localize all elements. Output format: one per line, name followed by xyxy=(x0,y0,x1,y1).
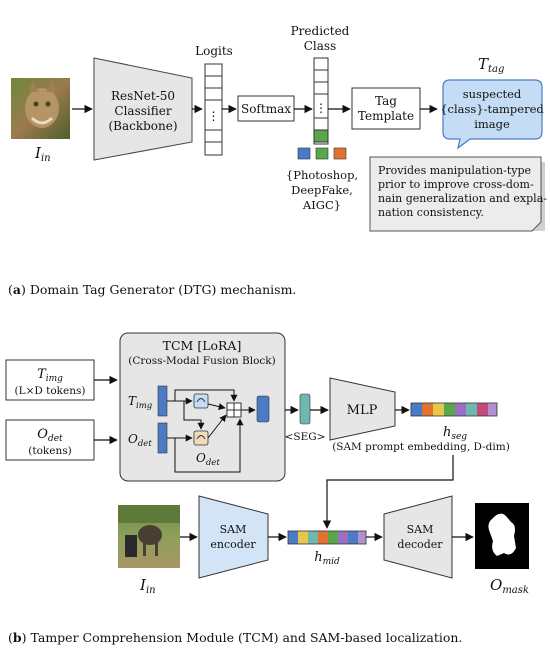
inner-odet-label: Odet xyxy=(128,432,152,449)
inner-arrow-3 xyxy=(174,389,238,402)
swatch-deepfake xyxy=(315,147,329,160)
softmax-box xyxy=(237,95,295,122)
bubble-line-3: image xyxy=(474,117,510,131)
mlp-block xyxy=(329,377,396,441)
timg-input-box xyxy=(5,359,95,401)
odet-tokens: (tokens) xyxy=(28,445,71,457)
tag-template-line-1: Tag xyxy=(375,94,397,108)
classes-line-1: {Photoshop, xyxy=(286,168,358,182)
attention-op-bottom xyxy=(193,430,209,446)
bubble-line-2: {class}-tampered xyxy=(440,102,544,116)
inner-timg-token xyxy=(157,385,168,417)
tcm-subtitle: (Cross-Modal Fusion Block) xyxy=(128,355,276,367)
inner-odet2-label: Odet xyxy=(196,451,220,468)
input-image xyxy=(11,78,70,139)
odet-input-label: Odet xyxy=(37,427,63,444)
predicted-ellipsis: ⋮ xyxy=(315,101,327,115)
logits-label: Logits xyxy=(195,44,233,58)
logits-ellipsis: ⋮ xyxy=(208,109,220,123)
mask-label: Omask xyxy=(490,576,529,596)
swatch-aigc xyxy=(333,147,347,160)
hseg-embedding xyxy=(410,402,498,417)
tag-bubble xyxy=(442,79,543,150)
output-mask xyxy=(475,503,529,569)
seg-token xyxy=(299,393,311,425)
note-line-2: prior to improve cross-dom- xyxy=(378,178,534,191)
classifier-line-1: ResNet-50 xyxy=(111,89,175,103)
sam-encoder-line-2: encoder xyxy=(210,538,256,551)
seg-label: <SEG> xyxy=(285,431,326,443)
classes-line-2: DeepFake, xyxy=(291,183,353,197)
hmid-embedding xyxy=(287,530,367,545)
note-line-1: Provides manipulation-type xyxy=(378,164,531,177)
inner-arrow-5 xyxy=(207,414,227,439)
inner-odet-token xyxy=(157,422,168,454)
sam-encoder xyxy=(198,495,269,579)
tag-template-line-2: Template xyxy=(358,109,414,123)
inner-arrow-7 xyxy=(183,401,205,430)
note-line-4: nation consistency. xyxy=(378,206,484,219)
hseg-note: (SAM prompt embedding, D-dim) xyxy=(332,441,510,453)
note-line-3: nain generalization and expla- xyxy=(378,192,547,205)
caption-a: (a) Domain Tag Generator (DTG) mechanism… xyxy=(8,282,297,297)
sam-decoder xyxy=(383,495,453,579)
inner-arrow-4 xyxy=(207,403,226,410)
bubble-line-1: suspected xyxy=(463,87,522,101)
input-label: Iin xyxy=(34,144,51,164)
attention-op-top xyxy=(193,393,209,409)
predicted-label-2: Class xyxy=(304,39,337,53)
inner-arrow-6 xyxy=(174,418,244,473)
tag-template-box xyxy=(351,87,421,130)
bottom-input-label: Iin xyxy=(139,576,156,596)
tcm-output-token xyxy=(256,395,270,423)
timg-tokens: (L×D tokens) xyxy=(15,385,86,397)
resnet-classifier xyxy=(93,57,193,161)
swatch-photoshop xyxy=(297,147,311,160)
softmax-label: Softmax xyxy=(241,102,291,116)
odet-input-box xyxy=(5,419,95,461)
tcm-title: TCM [LoRA] xyxy=(163,338,242,353)
sam-encoder-line-1: SAM xyxy=(220,523,247,536)
hseg-label: hseg xyxy=(443,425,467,442)
note-box xyxy=(369,156,545,232)
predicted-class-vector xyxy=(313,57,329,145)
hmid-label: hmid xyxy=(314,550,340,567)
output-tag-label: Ttag xyxy=(478,55,504,75)
classes-line-3: AIGC} xyxy=(302,198,341,212)
predicted-label-1: Predicted xyxy=(291,24,350,38)
bottom-input-image xyxy=(118,505,180,568)
mlp-label: MLP xyxy=(347,403,378,418)
timg-input-label: Timg xyxy=(37,367,63,384)
sam-decoder-line-1: SAM xyxy=(407,523,434,536)
classifier-line-2: Classifier xyxy=(114,104,171,118)
classifier-line-3: (Backbone) xyxy=(108,119,177,133)
sam-decoder-line-2: decoder xyxy=(397,538,443,551)
caption-b: (b) Tamper Comprehension Module (TCM) an… xyxy=(8,630,463,645)
inner-timg-label: Timg xyxy=(128,394,153,411)
arrow-hseg-to-hmid xyxy=(322,455,454,529)
fusion-add-op xyxy=(226,402,242,418)
